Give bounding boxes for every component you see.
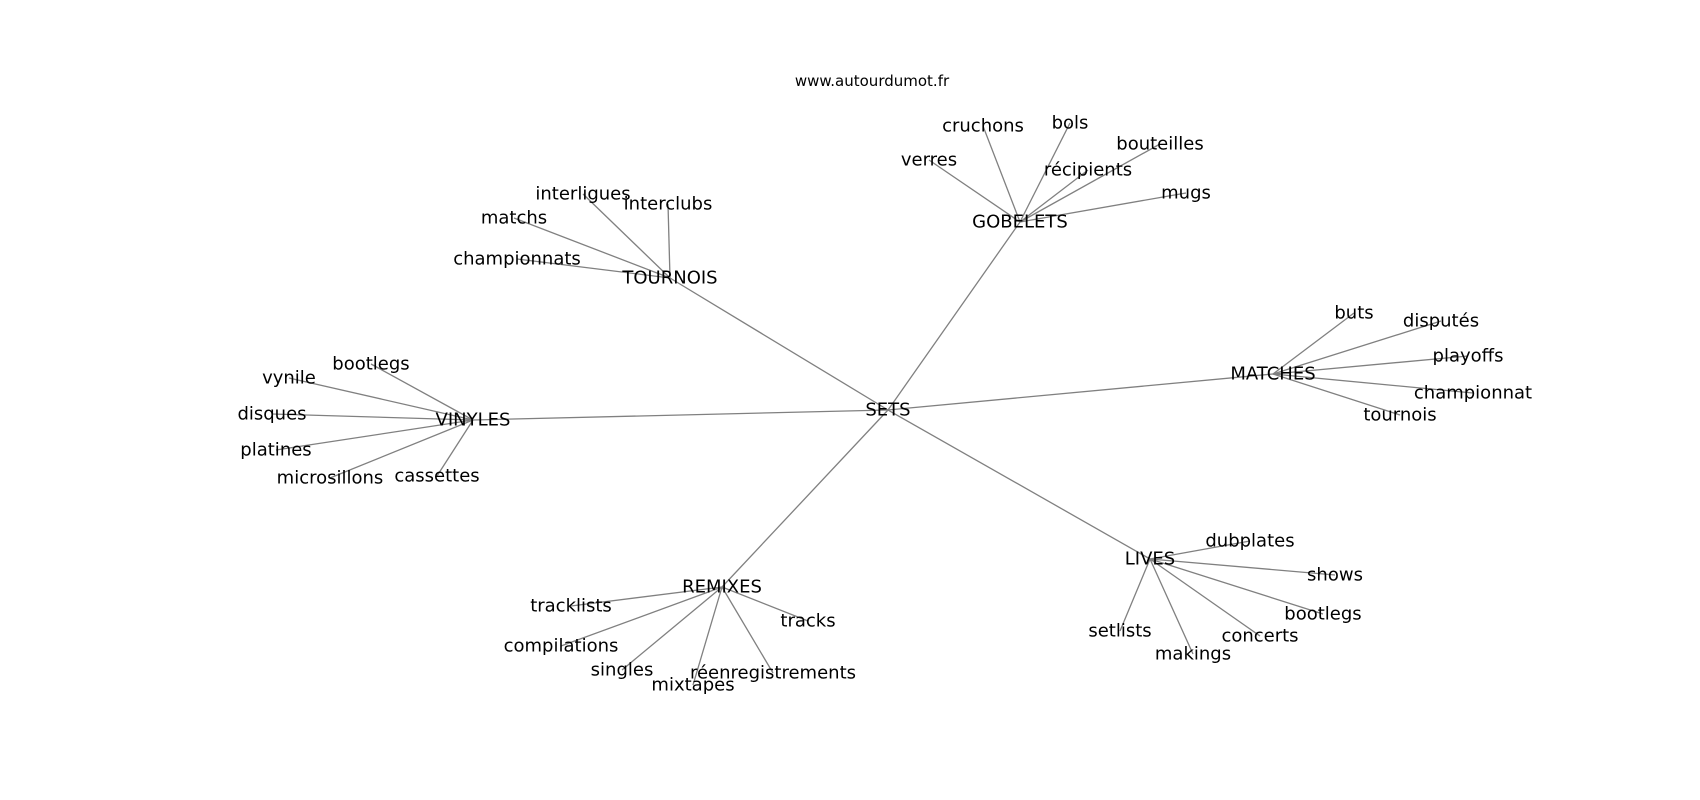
leaf-remixes: tracks <box>780 611 835 632</box>
edge-matches-leaf <box>1272 320 1442 375</box>
edge-remixes-leaf <box>721 586 774 674</box>
leaf-gobelets: bols <box>1052 113 1089 134</box>
leaf-gobelets: récipients <box>1044 160 1132 181</box>
edge-tournois-leaf <box>582 193 671 279</box>
node-tournois: TOURNOIS <box>621 268 717 289</box>
leaf-tournois: interligues <box>535 184 630 205</box>
leaf-remixes: compilations <box>504 636 619 657</box>
edge-remixes-leaf <box>692 586 723 686</box>
leaf-matches: tournois <box>1363 405 1436 426</box>
node-center: SETS <box>865 400 910 421</box>
edge-remixes-leaf <box>570 586 723 607</box>
graph-nodes: SETS GOBELETS cruchons bols verres bouteilles… <box>237 113 1532 696</box>
edge-vinyles-leaf <box>436 419 474 477</box>
edge-matches-leaf <box>1272 312 1355 375</box>
leaf-lives: makings <box>1155 644 1231 665</box>
leaf-tournois: championnats <box>453 249 581 270</box>
leaf-vinyles: microsillons <box>277 468 384 489</box>
edge-gobelets-leaf <box>1019 143 1161 223</box>
leaf-vinyles: bootlegs <box>332 354 409 375</box>
leaf-vinyles: disques <box>237 404 306 425</box>
leaf-remixes: tracklists <box>530 596 612 617</box>
edge-gobelets-leaf <box>1019 122 1071 223</box>
leaf-vinyles: cassettes <box>394 466 479 487</box>
leaf-remixes: mixtapes <box>651 675 734 696</box>
leaf-matches: playoffs <box>1433 346 1504 367</box>
leaf-gobelets: cruchons <box>942 116 1024 137</box>
edge-vinyles-leaf <box>271 413 474 421</box>
leaf-remixes: réenregistrements <box>690 663 856 684</box>
edge-lives-leaf <box>1149 558 1336 576</box>
leaf-tournois: matchs <box>481 208 547 229</box>
edge-center-lives <box>887 409 1151 560</box>
edge-lives-leaf <box>1149 558 1194 655</box>
edge-remixes-leaf <box>721 586 809 622</box>
edge-vinyles-leaf <box>288 377 474 421</box>
edge-center-vinyles <box>472 409 889 421</box>
node-lives: LIVES <box>1125 549 1175 570</box>
edge-center-tournois <box>669 277 889 411</box>
leaf-lives: dubplates <box>1205 531 1294 552</box>
edge-remixes-leaf <box>621 586 723 671</box>
edge-lives-leaf <box>1119 558 1151 632</box>
edge-lives-leaf <box>1149 558 1324 615</box>
leaf-matches: championnat <box>1414 383 1532 404</box>
edge-lives-leaf <box>1149 540 1251 560</box>
leaf-tournois: interclubs <box>624 194 713 215</box>
leaf-lives: setlists <box>1088 621 1151 642</box>
leaf-lives: shows <box>1307 565 1363 586</box>
edge-gobelets-leaf <box>1019 192 1187 223</box>
edge-center-gobelets <box>887 221 1021 411</box>
edge-tournois-leaf <box>516 258 671 279</box>
node-remixes: REMIXES <box>682 577 762 598</box>
node-matches: MATCHES <box>1230 364 1315 385</box>
edge-gobelets-leaf <box>928 159 1021 223</box>
edge-gobelets-leaf <box>982 125 1021 223</box>
leaf-matches: disputés <box>1403 311 1479 332</box>
edge-center-remixes <box>721 409 889 588</box>
leaf-gobelets: bouteilles <box>1116 134 1203 155</box>
node-vinyles: VINYLES <box>436 410 511 431</box>
leaf-gobelets: verres <box>901 150 957 171</box>
edge-vinyles-leaf <box>370 363 474 421</box>
edge-remixes-leaf <box>560 586 723 647</box>
leaf-lives: concerts <box>1221 626 1298 647</box>
edge-tournois-leaf <box>667 203 671 279</box>
edge-gobelets-leaf <box>1019 169 1089 223</box>
edge-vinyles-leaf <box>329 419 474 479</box>
graph-edges <box>271 122 1474 686</box>
edge-matches-leaf <box>1272 355 1469 375</box>
edge-center-matches <box>887 373 1274 411</box>
node-gobelets: GOBELETS <box>972 212 1068 233</box>
leaf-gobelets: mugs <box>1161 183 1211 204</box>
edge-vinyles-leaf <box>275 419 474 451</box>
leaf-vinyles: vynile <box>262 368 316 389</box>
edge-matches-leaf <box>1272 373 1401 416</box>
leaf-remixes: singles <box>591 660 654 681</box>
leaf-matches: buts <box>1334 303 1373 324</box>
edge-lives-leaf <box>1149 558 1261 637</box>
leaf-vinyles: platines <box>240 440 311 461</box>
edge-matches-leaf <box>1272 373 1474 394</box>
leaf-lives: bootlegs <box>1284 604 1361 625</box>
source-watermark: www.autourdumot.fr <box>794 72 950 90</box>
edge-tournois-leaf <box>513 217 671 279</box>
